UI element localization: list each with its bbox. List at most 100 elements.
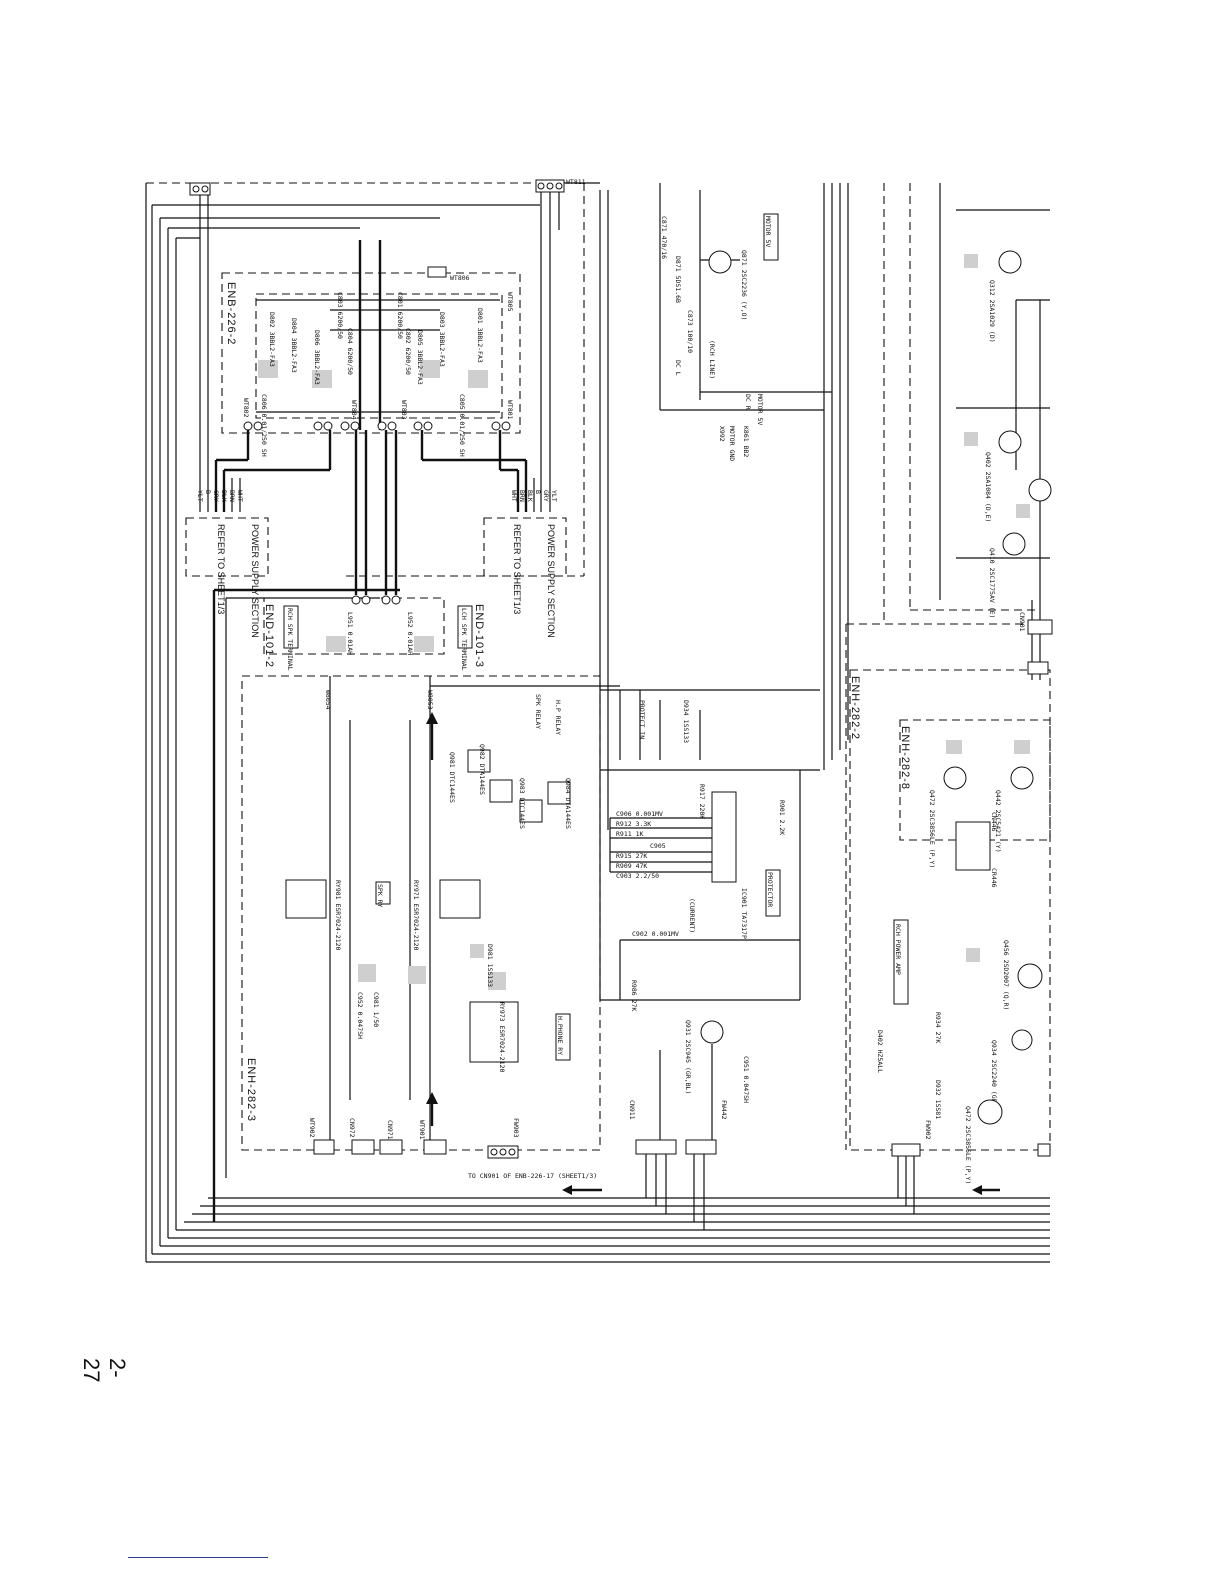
transistor-label: Q981 DTC144ES [448, 752, 456, 803]
misc-label: MOTOR 5V [756, 394, 764, 425]
connector-label: CN971 [386, 1120, 394, 1140]
connector-label: WT902 [308, 1118, 316, 1138]
coil-label: L951 0.01AH [346, 612, 354, 655]
signal-arrows [426, 712, 1000, 1195]
board-end-101: END-101-2 END-101-3 RCH SPK TERMINAL LCH… [263, 595, 485, 671]
resistor-label: R911 1K [616, 830, 643, 838]
wire-color: GRY [212, 490, 220, 502]
terminal-row [243, 421, 511, 431]
wire-color: BRN [518, 490, 526, 502]
protector-section: IC901 TA7317P PROTECTOR C906 0.001MV R91… [600, 689, 820, 1140]
connector-label: WT804 [350, 400, 358, 420]
page-number-text: 2-27 [79, 1358, 130, 1383]
diode-label: D871 5DS1.6B [674, 256, 682, 303]
relay-label: RY971 ESR7024-2120 [412, 880, 420, 951]
upper-right-amp: Q312 2SA1029 (D) Q402 2SA1084 (D,E) Q410… [883, 183, 1053, 680]
wire-color-labels: YLT B GRY BLK BRN WHT WHT BRN BLK B GRY … [196, 490, 558, 502]
connector-label: CR446 [990, 868, 998, 888]
section-label: PROTECTOR [766, 872, 774, 907]
wire-color: BLK [220, 490, 228, 502]
top-bus [145, 182, 1050, 1263]
wire-label: W8054 [324, 690, 332, 710]
wire-color: WHT [510, 490, 518, 502]
section-label: MOTOR 5V [764, 216, 772, 247]
wire-color: YLT [550, 490, 558, 502]
wire-label: W8053 [426, 690, 434, 710]
cap-label: C804 6200/50 [346, 328, 354, 375]
cap-label: C905 [650, 842, 666, 850]
section-label: POWER SUPPLY SECTION [250, 524, 260, 638]
section-label: LCH SPK TERMINAL [460, 608, 468, 671]
section-label: H.PHONE RY [556, 1016, 564, 1055]
cap-label: C873 100/10 [686, 310, 694, 353]
transistor-label: Q472 2SC3856LE (P,Y) [928, 790, 936, 868]
resistor-label: R912 3.3K [616, 820, 651, 828]
misc-label: SPK RELAY [534, 694, 542, 729]
section-label: RCH POWER AMP [894, 924, 902, 975]
board-label: ENB-226-2 [225, 282, 237, 345]
cap-label: C903 2.2/50 [616, 872, 659, 880]
connector-label: WT901 [418, 1120, 426, 1140]
cap-label: C902 0.001MV [632, 930, 679, 938]
board-label: END-101-2 [263, 604, 275, 668]
ic-label: IC901 TA7317P [740, 888, 748, 939]
misc-label: PROTECT IN [638, 700, 646, 739]
cap-label: C981 1/50 [372, 992, 380, 1027]
diode-label: D803 3BBL2-FA3 [438, 312, 446, 367]
cap-label: C805 0.01/250 SH [458, 394, 466, 457]
resistor-label: R986 27K [630, 980, 638, 1011]
board-label: ENH-282-2 [849, 676, 861, 740]
misc-label: MOTOR GND [728, 426, 736, 461]
diode-label: D932 1SS81 [934, 1080, 942, 1119]
wire-color: B [534, 490, 542, 494]
transistor-label: Q983 DTC144ES [518, 778, 526, 829]
misc-label: DC R [744, 394, 752, 410]
section-label: REFER TO SHEET1/3 [216, 524, 226, 614]
diode-label: D402 HZ5ALL [876, 1030, 884, 1073]
connector-label: CN446 [990, 812, 998, 832]
board-enh-282-3: ENH-282-3 W8054 W8053 SPK RY RY981 ESR70… [241, 675, 620, 1180]
transistor-label: Q984 DTA144ES [564, 778, 572, 829]
transistor-label: Q410 2SC1775AV (E) [988, 548, 996, 618]
power-supply-ref-left: POWER SUPPLY SECTION REFER TO SHEET1/3 [185, 517, 269, 638]
wire-color: BLK [526, 490, 534, 502]
connector-label: CN901 [1018, 612, 1026, 632]
connector-label: FW902 [924, 1120, 932, 1140]
transistor-label: Q442 2SC5421 (Y) [994, 790, 1002, 853]
misc-label: DC L [674, 360, 682, 376]
diode-label: D801 3BBL2-FA3 [476, 308, 484, 363]
top-connector-wt811: WT811 [535, 178, 586, 490]
cap-label: C803 6200/50 [336, 292, 344, 339]
misc-label: K861 BB2 [742, 426, 750, 457]
resistor-label: R934 27K [934, 1012, 942, 1043]
power-output-wires [199, 430, 551, 595]
connector-label: WT803 [400, 400, 408, 420]
resistor-label: R901 2.2K [778, 800, 786, 835]
wire-color: WHT [236, 490, 244, 502]
connector-label: FW442 [720, 1100, 728, 1120]
transistor-label: Q456 2SD2007 (Q,R) [1002, 940, 1010, 1010]
section-label: TO CN901 OF ENB-226-17 (SHEET1/3) [468, 1172, 597, 1180]
diode-label: D804 3BBL2-FA3 [290, 318, 298, 373]
connector-label: WT811 [566, 178, 586, 186]
cap-label: C952 0.047SH [356, 992, 364, 1039]
cap-label: C801 6200/50 [396, 292, 404, 339]
transistor-label: Q871 2SC2236 (Y,O) [740, 250, 748, 320]
resistor-label: R909 47K [616, 862, 647, 870]
resistor-label: R917 220K [698, 784, 706, 819]
section-label: POWER SUPPLY SECTION [546, 524, 556, 638]
transistor-label: Q931 2SC945 (GR,BL) [684, 1020, 692, 1094]
diode-label: D981 1SS133 [486, 944, 494, 987]
connector-label: CN972 [348, 1118, 356, 1138]
connector-label: CN911 [628, 1100, 636, 1120]
section-label: SPK RY [376, 884, 384, 908]
transistor-label: Q402 2SA1084 (D,E) [984, 452, 992, 522]
diode-label: D802 3BBL2-FA3 [268, 312, 276, 367]
wire-color: B [204, 490, 212, 494]
diode-label: D806 3BBL2-FA3 [313, 330, 321, 385]
motor-5v-section: MOTOR 5V Q871 2SC2236 (Y,O) C871 470/16 … [599, 183, 849, 1000]
wire-color: GRY [542, 490, 550, 502]
diode-label: D805 3BBL2-FA3 [416, 330, 424, 385]
wire-color: YLT [196, 490, 204, 502]
